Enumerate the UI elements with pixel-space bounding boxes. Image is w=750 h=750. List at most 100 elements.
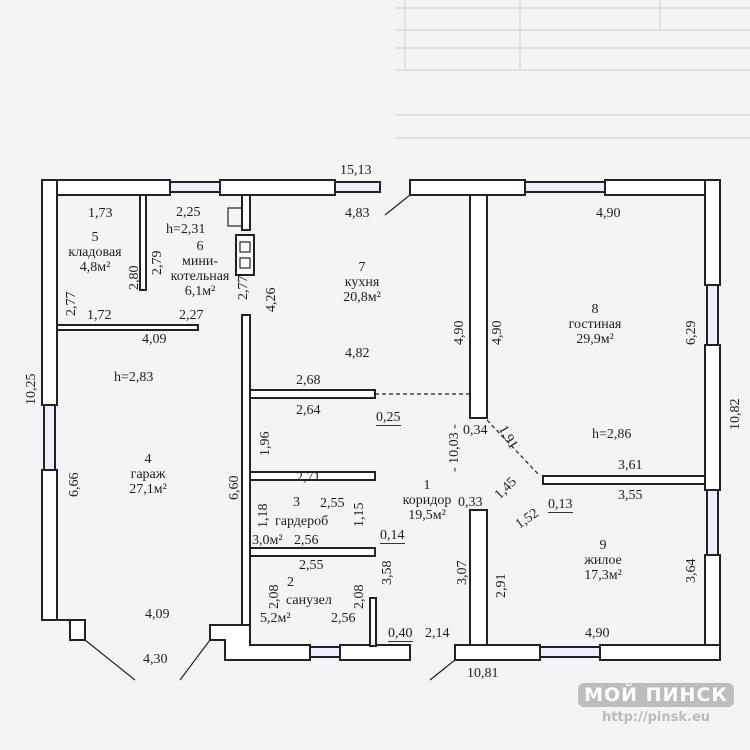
height-garage: h=2,83: [114, 370, 154, 385]
wall: [704, 179, 721, 286]
room-3-num: 3: [293, 495, 300, 510]
dim: 4,82: [345, 346, 370, 361]
wall: [339, 644, 411, 661]
wall: [599, 644, 721, 661]
window: [309, 646, 341, 658]
dim: 4,90: [490, 320, 505, 346]
window: [539, 646, 601, 658]
dim: 4,30: [143, 652, 168, 667]
dim: 10,82: [728, 398, 743, 431]
dim: 0,33: [458, 495, 483, 510]
dim: 1,73: [88, 206, 113, 221]
watermark-brand: МОЙ ПИНСК: [578, 683, 734, 707]
dim: 0,34: [463, 423, 488, 438]
wall: [249, 547, 376, 557]
dim: 4,90: [585, 626, 610, 641]
dim: 15,13: [340, 163, 372, 178]
window: [43, 404, 56, 471]
watermark-url: http://pinsk.eu: [601, 710, 711, 725]
dim: 2,68: [296, 373, 321, 388]
stove-burner: [239, 241, 251, 253]
dim: 3,07: [455, 560, 470, 586]
window: [706, 284, 719, 346]
room-2-area: 5,2м²: [260, 611, 291, 626]
dim: 4,09: [142, 332, 167, 347]
dim: 2,55: [320, 496, 345, 511]
dim: 3,64: [684, 558, 699, 584]
dim: 2,64: [296, 403, 321, 418]
faded-background-table: [395, 0, 750, 175]
dim: 2,79: [150, 250, 165, 276]
dim: 6,66: [67, 472, 82, 498]
dim: 1,96: [258, 431, 273, 457]
dim: 0,13: [548, 497, 573, 513]
door-swing: [384, 194, 411, 216]
dim: 2,56: [294, 533, 319, 548]
dim: 2,08: [267, 584, 282, 610]
dim: 3,58: [380, 560, 395, 586]
opening-dashed: [486, 419, 541, 477]
dim: 0,40: [388, 626, 413, 642]
height-living: h=2,86: [592, 427, 632, 442]
wall: [604, 179, 721, 196]
wall: [41, 469, 58, 621]
room-2-name: санузел: [286, 593, 332, 608]
dim: 6,60: [227, 475, 242, 501]
dim: 2,55: [299, 558, 324, 573]
door-swing: [84, 639, 136, 681]
dim: 0,14: [380, 528, 405, 544]
wall: [542, 475, 706, 485]
wall: [249, 389, 376, 399]
wall: [41, 179, 58, 406]
dim: 2,27: [179, 308, 204, 323]
wall: [241, 314, 251, 626]
dim: 2,77: [236, 275, 251, 301]
dim: 6,29: [684, 320, 699, 346]
wall: [241, 194, 251, 231]
dim: 2,71: [296, 470, 321, 485]
dim: 1,15: [352, 502, 367, 528]
wall: [469, 194, 488, 419]
room-2-num: 2: [287, 575, 294, 590]
window: [169, 181, 221, 193]
wall: [369, 597, 377, 647]
wall: [42, 619, 86, 641]
dim: 10,25: [24, 373, 39, 406]
dim: 10,81: [467, 666, 499, 681]
wall: [209, 624, 311, 661]
dim: 4,90: [596, 206, 621, 221]
wall: [41, 179, 171, 196]
wall: [469, 509, 488, 646]
wall: [249, 471, 376, 481]
dim: 3,55: [618, 488, 643, 503]
chimney: [235, 234, 255, 276]
dim: 4,83: [345, 206, 370, 221]
door-swing: [429, 659, 456, 681]
watermark-logo: МОЙ ПИНСК http://pinsk.eu: [566, 683, 746, 725]
wall: [409, 179, 526, 196]
dim: 0,25: [376, 410, 401, 426]
dim: 4,09: [145, 607, 170, 622]
dim: 2,80: [127, 265, 142, 291]
dim: 2,91: [494, 573, 509, 599]
window: [706, 489, 719, 556]
dim: 3,61: [618, 458, 643, 473]
dim: 1,72: [87, 308, 112, 323]
boiler-symbol: [227, 207, 243, 227]
window: [524, 181, 606, 193]
dim: 2,08: [352, 584, 367, 610]
dim: 1,18: [256, 503, 271, 529]
faded-table-lines: [395, 0, 750, 139]
dim: 2,14: [425, 626, 450, 641]
wall: [56, 324, 199, 331]
wall: [454, 644, 541, 661]
room-3-name: гардероб: [275, 514, 329, 529]
wall: [219, 179, 336, 196]
